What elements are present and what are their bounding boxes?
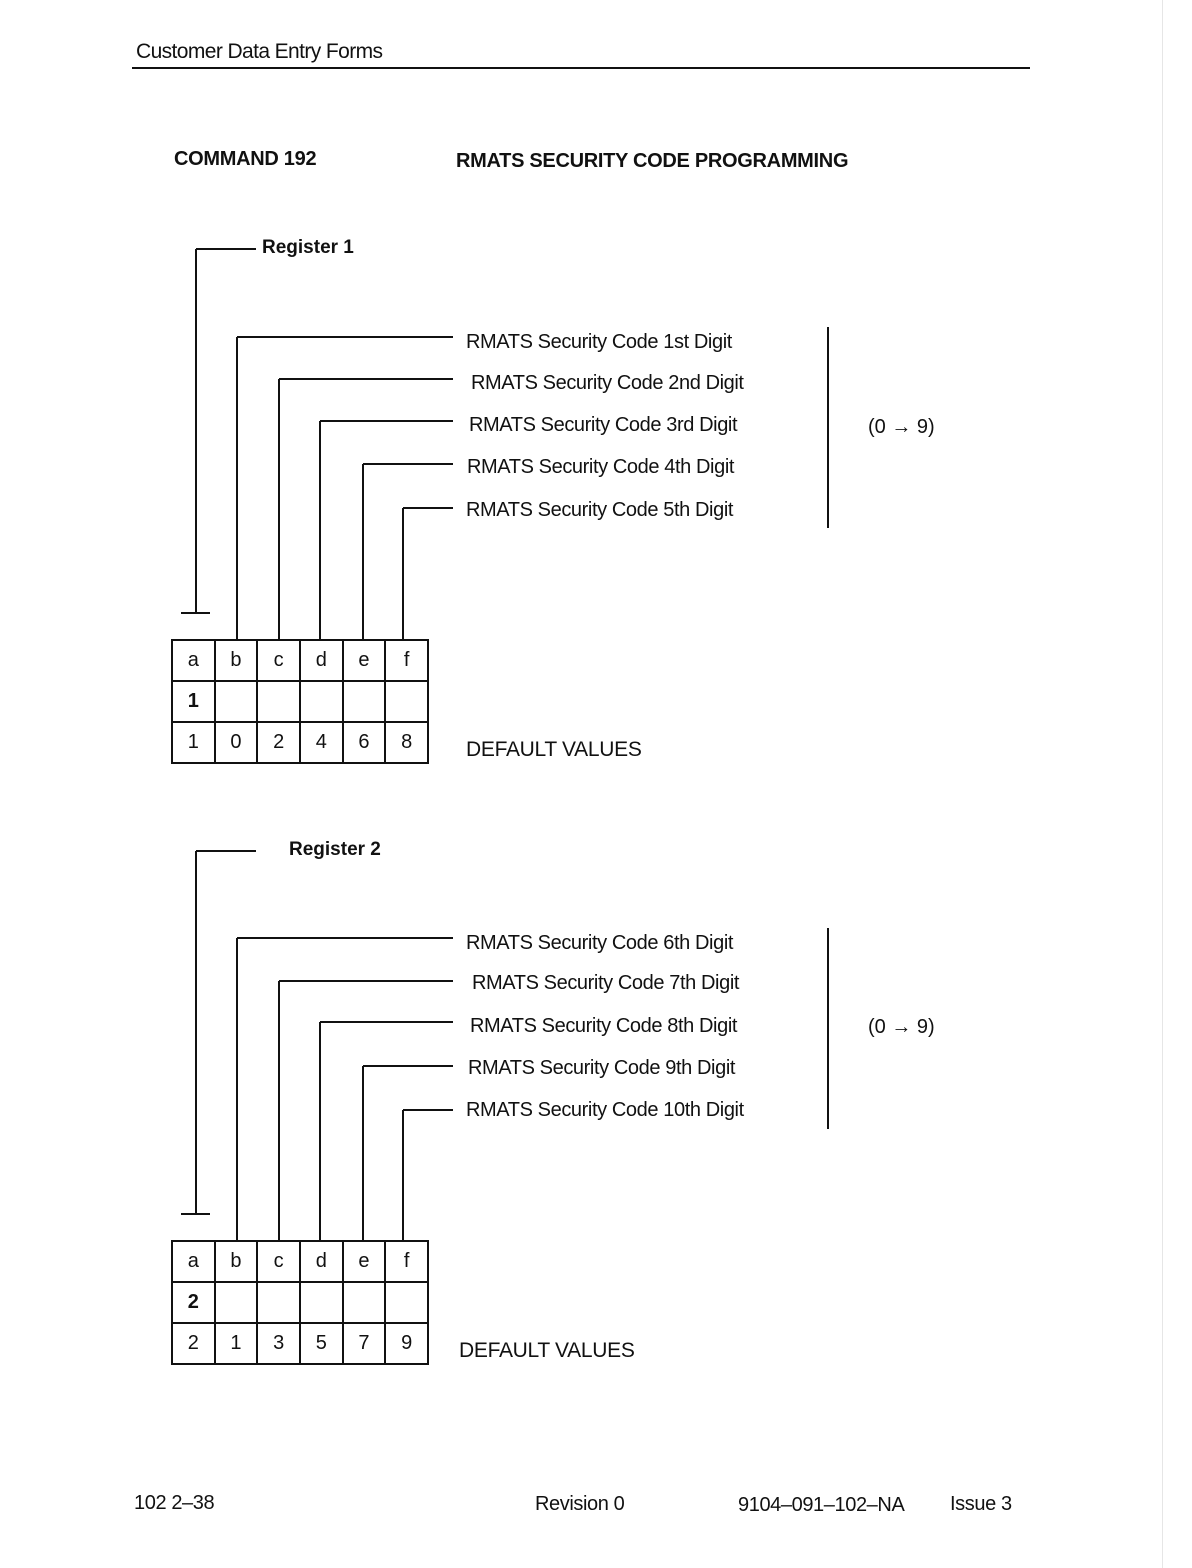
field-label-digit-4: RMATS Security Code 4th Digit bbox=[467, 456, 735, 478]
grid-cell: 5 bbox=[298, 1322, 344, 1365]
grid-cell: b bbox=[213, 1240, 259, 1283]
grid-cell: e bbox=[341, 1240, 387, 1283]
command-number: COMMAND 192 bbox=[174, 148, 317, 170]
revision: Revision 0 bbox=[535, 1493, 625, 1515]
grid-cell: e bbox=[341, 639, 387, 682]
scan-edge bbox=[1162, 0, 1163, 1568]
entry-row: 2 bbox=[171, 1281, 429, 1324]
register-1-label: Register 1 bbox=[262, 237, 354, 258]
grid-cell: d bbox=[298, 639, 344, 682]
column-letters-row: a b c d e f bbox=[171, 639, 429, 682]
grid-cell: c bbox=[256, 1240, 301, 1283]
running-header: Customer Data Entry Forms bbox=[136, 40, 383, 63]
grid-cell: 1 bbox=[171, 721, 216, 764]
grid-cell: 7 bbox=[341, 1322, 387, 1365]
grid-cell: 9 bbox=[384, 1322, 429, 1365]
field-label-digit-7: RMATS Security Code 7th Digit bbox=[472, 972, 740, 994]
grid-cell: 6 bbox=[341, 721, 387, 764]
grid-cell: 1 bbox=[171, 680, 216, 723]
grid-cell: 1 bbox=[213, 1322, 259, 1365]
grid-cell bbox=[384, 1281, 429, 1324]
grid-cell: 4 bbox=[298, 721, 344, 764]
grid-cell: 3 bbox=[256, 1322, 301, 1365]
grid-cell bbox=[341, 680, 387, 723]
grid-cell: 2 bbox=[171, 1281, 216, 1324]
grid-cell: d bbox=[298, 1240, 344, 1283]
issue: Issue 3 bbox=[950, 1493, 1012, 1515]
grid-cell bbox=[213, 680, 259, 723]
default-values-label-2: DEFAULT VALUES bbox=[459, 1339, 635, 1362]
field-label-digit-1: RMATS Security Code 1st Digit bbox=[466, 331, 732, 353]
grid-cell: f bbox=[384, 1240, 429, 1283]
grid-cell: 2 bbox=[171, 1322, 216, 1365]
register-1-grid: a b c d e f 1 1 0 2 4 6 8 bbox=[171, 639, 429, 764]
grid-cell: b bbox=[213, 639, 259, 682]
doc-number: 9104–091–102–NA bbox=[738, 1494, 905, 1516]
entry-row: 1 bbox=[171, 680, 429, 723]
grid-cell bbox=[256, 680, 301, 723]
command-title: RMATS SECURITY CODE PROGRAMMING bbox=[456, 150, 849, 172]
grid-cell: 0 bbox=[213, 721, 259, 764]
grid-cell bbox=[384, 680, 429, 723]
field-label-digit-8: RMATS Security Code 8th Digit bbox=[470, 1015, 738, 1037]
field-label-digit-6: RMATS Security Code 6th Digit bbox=[466, 932, 734, 954]
grid-cell: c bbox=[256, 639, 301, 682]
range-label-2: (0 → 9) bbox=[868, 1016, 935, 1038]
field-label-digit-9: RMATS Security Code 9th Digit bbox=[468, 1057, 736, 1079]
grid-cell bbox=[341, 1281, 387, 1324]
field-label-digit-2: RMATS Security Code 2nd Digit bbox=[471, 372, 744, 394]
column-letters-row: a b c d e f bbox=[171, 1240, 429, 1283]
field-label-digit-3: RMATS Security Code 3rd Digit bbox=[469, 414, 738, 436]
grid-cell: 2 bbox=[256, 721, 301, 764]
grid-cell bbox=[298, 680, 344, 723]
grid-cell: a bbox=[171, 1240, 216, 1283]
grid-cell bbox=[213, 1281, 259, 1324]
grid-cell bbox=[298, 1281, 344, 1324]
register-2-grid: a b c d e f 2 2 1 3 5 7 9 bbox=[171, 1240, 429, 1365]
range-label-1: (0 → 9) bbox=[868, 416, 935, 438]
default-values-row: 2 1 3 5 7 9 bbox=[171, 1322, 429, 1365]
grid-cell: f bbox=[384, 639, 429, 682]
grid-cell: a bbox=[171, 639, 216, 682]
register-2-label: Register 2 bbox=[289, 839, 381, 860]
field-label-digit-10: RMATS Security Code 10th Digit bbox=[466, 1099, 744, 1121]
field-label-digit-5: RMATS Security Code 5th Digit bbox=[466, 499, 734, 521]
default-values-row: 1 0 2 4 6 8 bbox=[171, 721, 429, 764]
default-values-label-1: DEFAULT VALUES bbox=[466, 738, 642, 761]
grid-cell bbox=[256, 1281, 301, 1324]
page-number: 102 2–38 bbox=[134, 1492, 215, 1514]
grid-cell: 8 bbox=[384, 721, 429, 764]
